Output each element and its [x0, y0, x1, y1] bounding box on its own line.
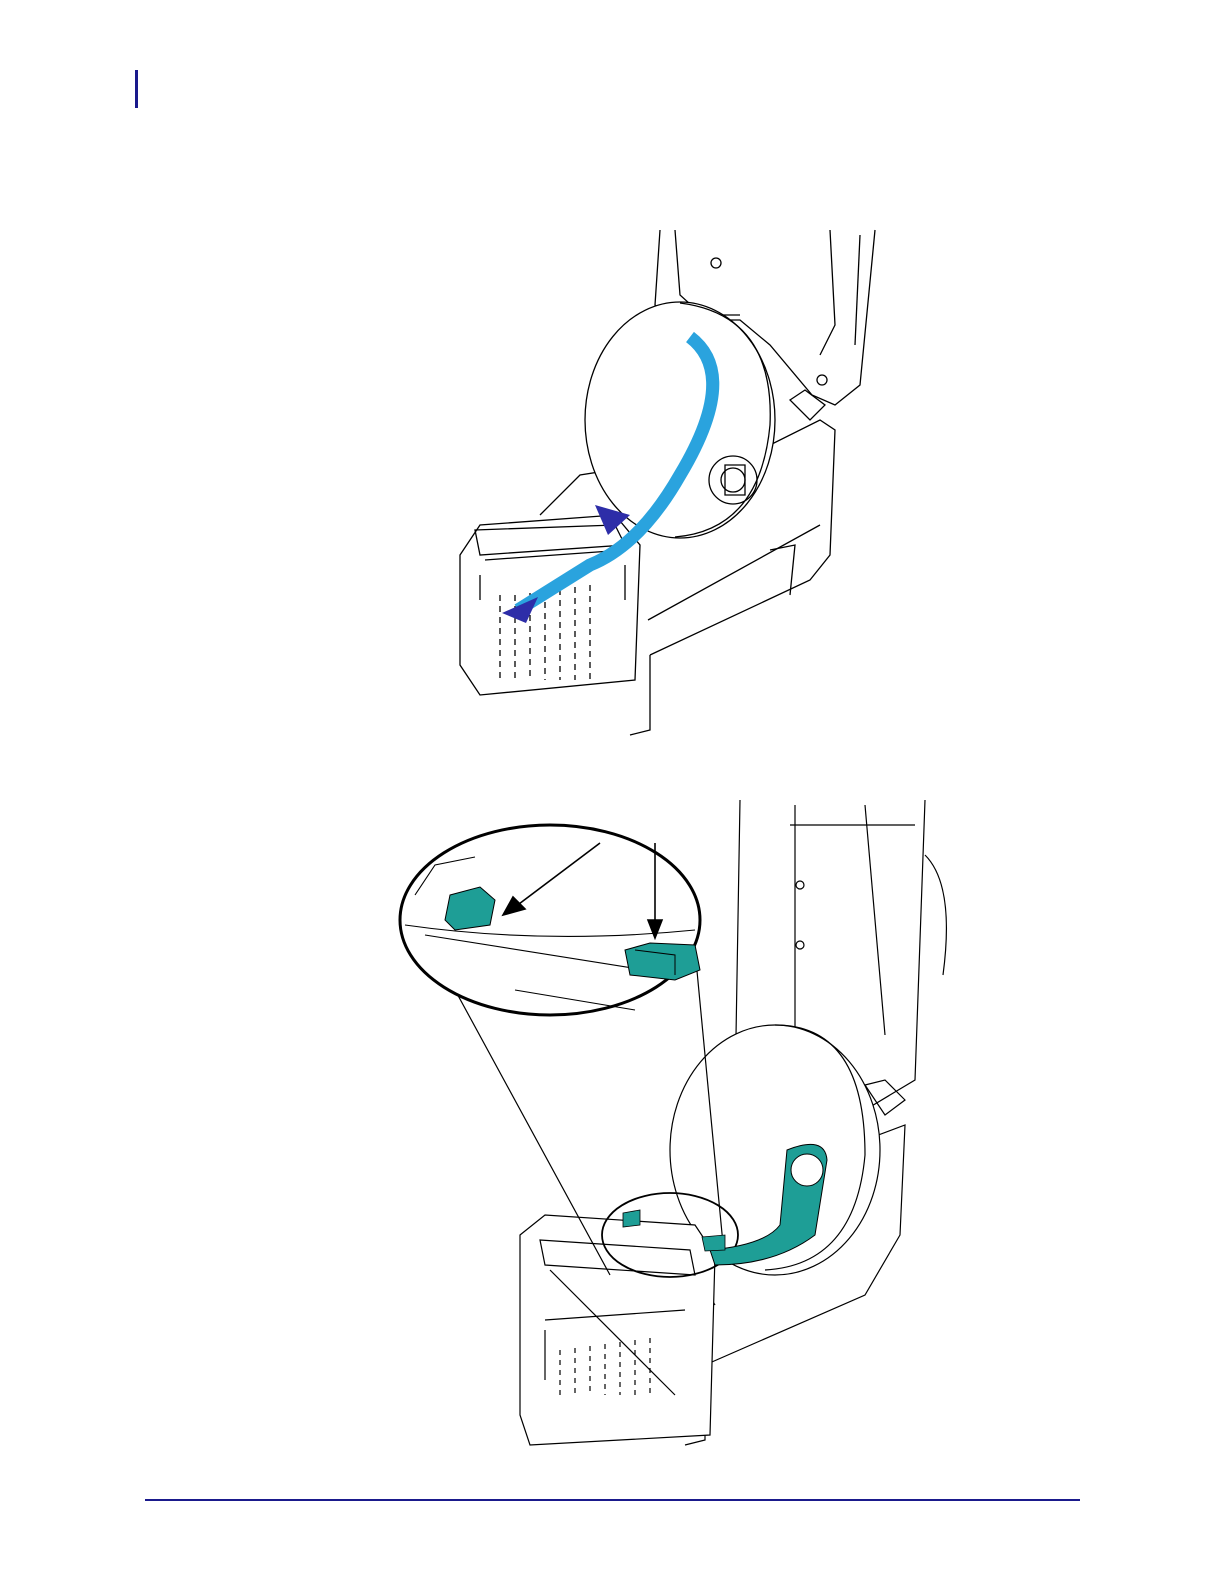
media-guide-right-icon	[625, 943, 700, 980]
change-bar	[135, 70, 138, 108]
printer-media-guides-illustration	[395, 795, 985, 1465]
media-path-figure	[440, 225, 900, 745]
small-media-guide-right-icon	[702, 1235, 725, 1251]
printer-media-path-illustration	[440, 225, 900, 745]
small-media-guide-left-icon	[623, 1210, 640, 1227]
footer-rule	[145, 1499, 1080, 1501]
media-guides-figure	[395, 795, 985, 1465]
